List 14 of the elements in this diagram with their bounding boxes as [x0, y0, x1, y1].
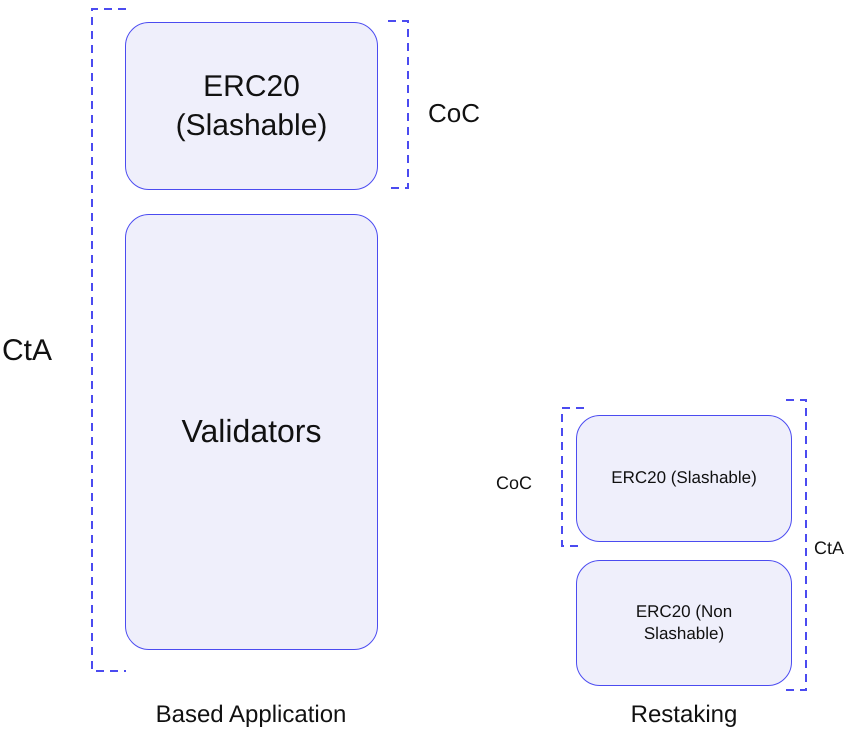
box-text: ERC20 (Slashable)	[611, 467, 757, 490]
box-text: ERC20 (Non Slashable)	[634, 600, 734, 645]
rounded-box	[125, 22, 378, 190]
box-text: ERC20 (Slashable)	[174, 69, 328, 144]
rounded-box	[125, 214, 378, 650]
rounded-box	[576, 415, 792, 542]
bracket-label: CoC	[496, 473, 534, 495]
caption: Based Application	[154, 701, 348, 730]
bracket-label: CtA	[2, 333, 54, 369]
box-text: Validators	[182, 412, 322, 452]
bracket-label: CtA	[814, 538, 846, 560]
rounded-box	[576, 560, 792, 686]
bracket-label: CoC	[428, 98, 482, 130]
caption: Restaking	[630, 701, 738, 730]
